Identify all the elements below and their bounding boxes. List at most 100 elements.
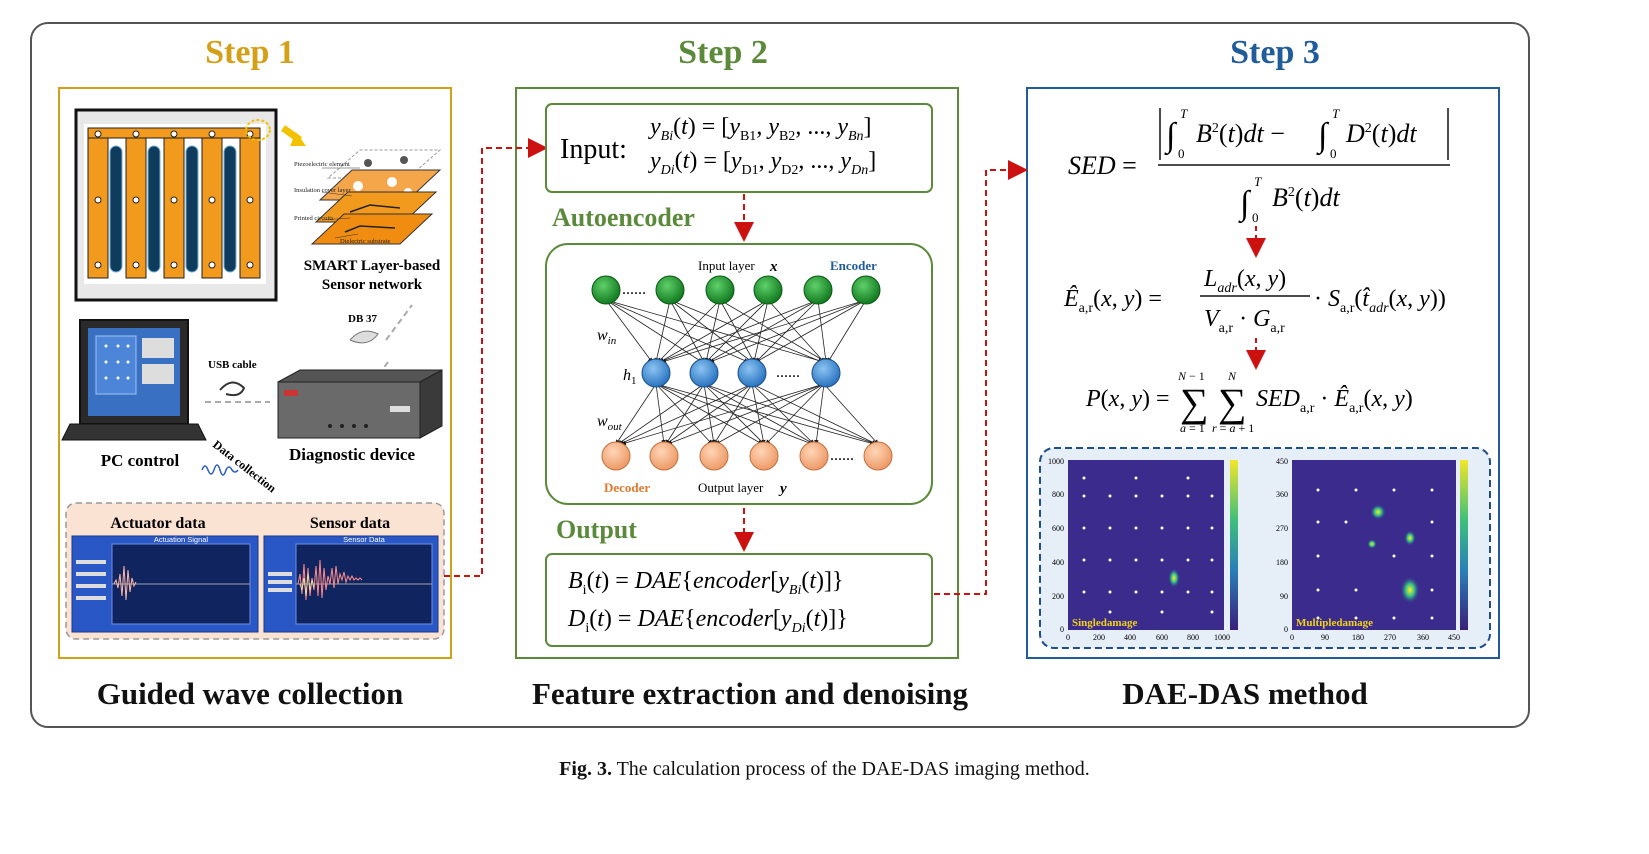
output-layer-nodes — [601, 441, 893, 471]
output-equation-b: Bi(t) = DAE{encoder[yBi(t)]} — [568, 568, 844, 598]
svg-text:0: 0 — [1330, 146, 1337, 161]
plot2-xtick: 0 — [1290, 633, 1294, 642]
hidden-layer-nodes — [641, 358, 841, 388]
output-dots: ...... — [830, 447, 854, 464]
figure-caption: Fig. 3. The calculation process of the D… — [0, 758, 1649, 781]
svg-text:0: 0 — [1178, 146, 1185, 161]
svg-text:B2(t)dt −: B2(t)dt − — [1196, 119, 1285, 148]
usb-label: USB cable — [208, 359, 257, 371]
diagram-frame — [30, 22, 1530, 728]
plot2-xtick: 180 — [1352, 633, 1364, 642]
plot2-xtick: 360 — [1417, 633, 1429, 642]
figure-number: Fig. 3. — [559, 758, 612, 780]
plot2-ytick: 360 — [1276, 490, 1288, 499]
pc-label: PC control — [101, 451, 180, 470]
svg-text:∑: ∑ — [1180, 380, 1209, 425]
input-equation-d: yDi(t) = [yD1, yD2, ..., yDn] — [648, 148, 876, 178]
step2-bottom-label: Feature extraction and denoising — [532, 676, 968, 711]
plot2-ytick: 450 — [1276, 457, 1288, 466]
svg-text:∑: ∑ — [1218, 380, 1247, 425]
input-equation-b: yBi(t) = [yB1, yB2, ..., yBn] — [648, 114, 872, 144]
actuation-signal-title: Actuation Signal — [154, 535, 209, 544]
plot2-xtick: 270 — [1384, 633, 1396, 642]
w-out-label: wout — [597, 413, 623, 433]
svg-text:D2(t)dt: D2(t)dt — [1345, 119, 1417, 148]
plot1-xtick: 400 — [1124, 633, 1136, 642]
sensor-label: Sensor data — [310, 515, 390, 532]
energy-formula: Êa,r(x, y) = Ladr(x, y) Va,r · Ga,r · Sa… — [1063, 266, 1446, 336]
data-collection-label: Data collection — [210, 437, 279, 495]
multiple-damage-plot — [1292, 460, 1468, 630]
plot1-ytick: 200 — [1052, 592, 1064, 601]
svg-text:T: T — [1332, 106, 1340, 121]
plot1-yticks: 1000 800 600 400 200 0 — [1048, 457, 1064, 634]
svg-text:r = a + 1: r = a + 1 — [1212, 421, 1254, 435]
plot2-label: Multipledamage — [1296, 617, 1373, 629]
input-box — [545, 103, 933, 193]
encoder-label: Encoder — [830, 258, 877, 273]
db37-label: DB 37 — [348, 313, 378, 325]
plot1-ytick: 800 — [1052, 490, 1064, 499]
diagnostic-device-illustration — [277, 369, 443, 439]
h1-label: h1 — [623, 367, 637, 387]
plot2-ytick: 0 — [1284, 625, 1288, 634]
svg-text:T: T — [1180, 106, 1188, 121]
pc-laptop-illustration — [61, 319, 207, 441]
layer-label-circuits: Printed circuits — [294, 215, 334, 222]
plot1-ytick: 400 — [1052, 558, 1064, 567]
step3-panel — [1026, 87, 1500, 659]
svg-text:SEDa,r · Êa,r(x, y): SEDa,r · Êa,r(x, y) — [1256, 386, 1413, 416]
plot1-xtick: 1000 — [1214, 633, 1230, 642]
figure-caption-text: The calculation process of the DAE-DAS i… — [616, 758, 1090, 780]
plot1-ytick: 600 — [1052, 524, 1064, 533]
output-layer-label: Output layer — [698, 480, 764, 495]
step3-title: Step 3 — [1230, 34, 1320, 71]
svg-text:B2(t)dt: B2(t)dt — [1272, 183, 1340, 212]
layer-label-substrate: Dielectric substrate — [340, 238, 390, 245]
plot1-ytick: 1000 — [1048, 457, 1064, 466]
svg-text:· Sa,r(t̂adr(x, y)): · Sa,r(t̂adr(x, y)) — [1314, 286, 1446, 316]
svg-text:Bi(t) = DAE{encoder[yBi(t)]}: Bi(t) = DAE{encoder[yBi(t)]} — [568, 568, 844, 598]
svg-text:a = 1: a = 1 — [1180, 421, 1205, 435]
sed-formula: SED = ∫ T 0 B2(t)dt − ∫ T 0 D2(t)dt ∫ T … — [1068, 106, 1450, 225]
actuator-screen: Actuation Signal — [71, 535, 259, 633]
output-title: Output — [556, 515, 637, 544]
plot1-xtick: 0 — [1066, 633, 1070, 642]
actuator-label: Actuator data — [110, 515, 205, 532]
sensor-data-title: Sensor Data — [343, 535, 386, 544]
svg-text:yBi(t) = [yB1, yB2, ..., yBn]: yBi(t) = [yB1, yB2, ..., yBn] — [648, 114, 872, 144]
input-layer-label: Input layer — [698, 258, 755, 273]
svg-text:0: 0 — [1252, 210, 1259, 225]
input-word: Input: — [560, 134, 627, 165]
output-box — [545, 553, 933, 647]
image-formula: P(x, y) = ∑ N − 1 a = 1 ∑ N r = a + 1 SE… — [1085, 369, 1413, 435]
w-in-label: win — [597, 327, 617, 347]
decoder-label: Decoder — [604, 480, 650, 495]
svg-text:∫: ∫ — [1316, 117, 1330, 156]
plot2-ytick: 90 — [1280, 592, 1288, 601]
single-damage-plot — [1068, 460, 1238, 630]
plot1-xticks: 0 200 400 600 800 1000 — [1066, 633, 1230, 642]
plot2-ytick: 270 — [1276, 524, 1288, 533]
svg-text:Di(t) = DAE{encoder[yDi(t)]}: Di(t) = DAE{encoder[yDi(t)]} — [567, 606, 848, 636]
svg-text:P(x, y) =: P(x, y) = — [1085, 386, 1170, 412]
plot2-ytick: 180 — [1276, 558, 1288, 567]
svg-text:T: T — [1254, 174, 1262, 189]
step1-panel — [58, 87, 452, 659]
output-equation-d: Di(t) = DAE{encoder[yDi(t)]} — [567, 606, 848, 636]
layer-stack-illustration — [310, 149, 442, 245]
layer-label-piezo: Piezoelectric element — [294, 161, 350, 168]
autoencoder-title: Autoencoder — [552, 203, 695, 232]
input-layer-nodes — [591, 275, 881, 305]
autoencoder-connections — [605, 299, 879, 446]
plot2-xticks: 0 90 180 270 360 450 — [1290, 633, 1460, 642]
output-layer-y: y — [778, 481, 787, 497]
input-layer-x: x — [769, 259, 778, 275]
svg-text:∫: ∫ — [1164, 117, 1178, 156]
smart-label-line1: SMART Layer-based — [304, 258, 441, 274]
plot2-xtick: 90 — [1321, 633, 1329, 642]
step3-bottom-label: DAE-DAS method — [1122, 676, 1368, 711]
step2-title: Step 2 — [678, 34, 768, 71]
svg-text:Êa,r(x, y) =: Êa,r(x, y) = — [1063, 286, 1162, 316]
